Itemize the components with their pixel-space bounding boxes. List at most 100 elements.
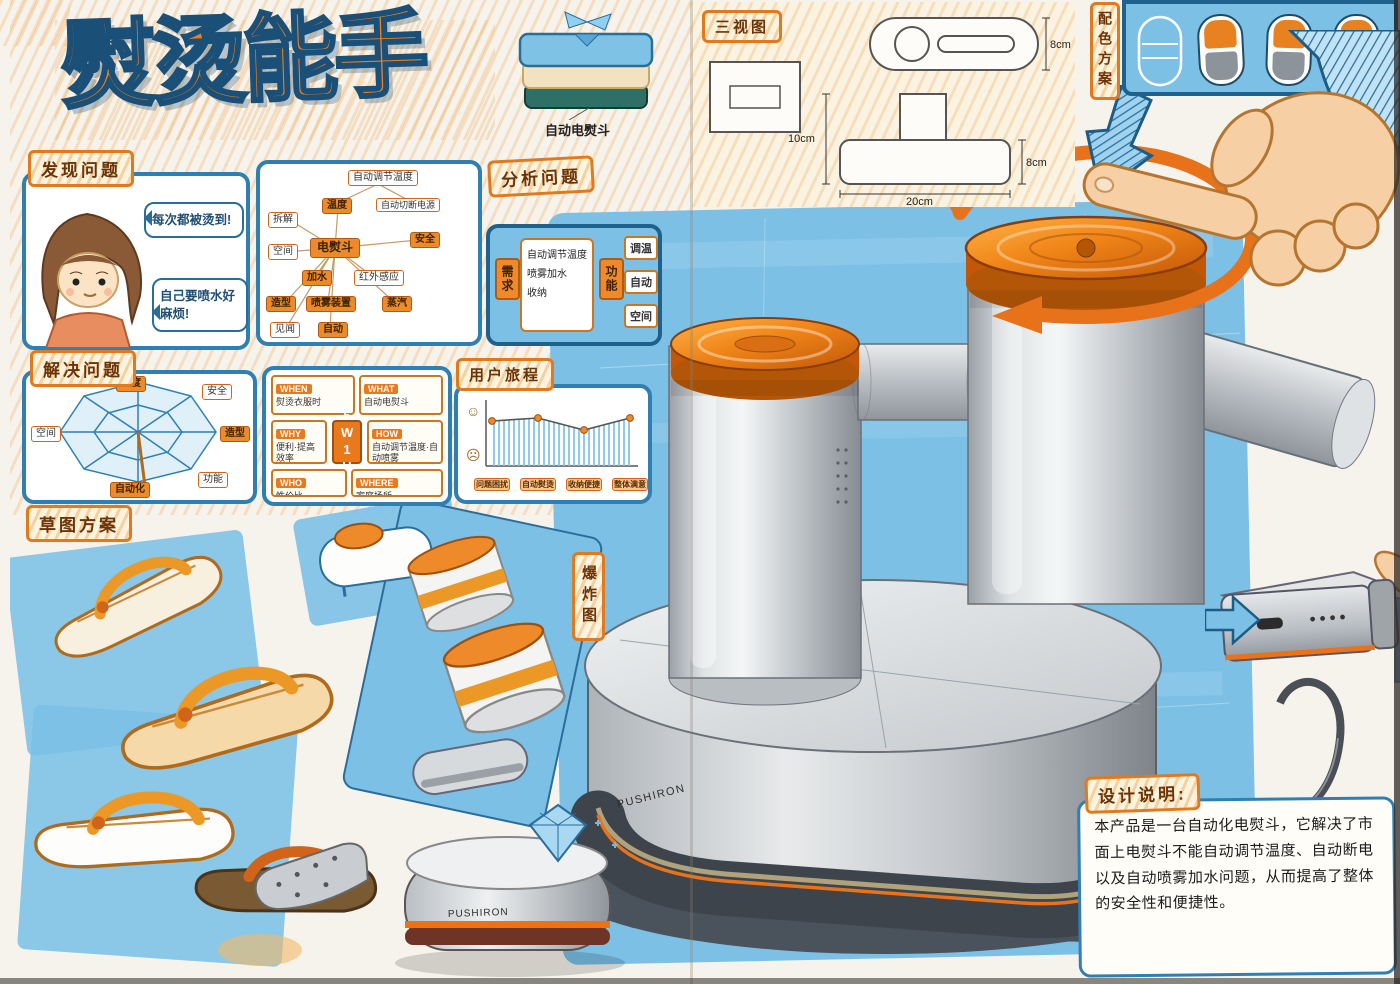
w5h1-key: WHAT: [364, 384, 399, 394]
tag-color-scheme: 配色方案: [1090, 2, 1120, 100]
w5h1-cell-where: WHERE 家庭场所: [351, 469, 443, 497]
mindmap-node: 造型: [266, 296, 296, 312]
corner-hatch: [0, 0, 70, 46]
soleplate-sketch: [254, 842, 369, 911]
tag-three-views: 三视图: [702, 10, 783, 43]
exploded-base: [412, 738, 529, 796]
journey-stage-label: 整体满意: [612, 478, 648, 492]
journey-points: [488, 414, 634, 434]
solve-keyword: 自动化: [110, 482, 150, 498]
tag-exploded-view: 爆炸图: [572, 552, 605, 641]
mindmap-node: 自动切断电源: [376, 198, 441, 213]
tag-discover-problem: 发现问题: [28, 150, 134, 187]
mindmap-node: 空间: [268, 244, 298, 260]
journey-area: [492, 418, 630, 466]
tag-user-journey: 用户旅程: [456, 358, 555, 391]
product-name-label: 自动电熨斗: [545, 123, 611, 138]
iron-sketch-3: [34, 791, 235, 869]
w5h1-key: WHO: [276, 478, 306, 488]
dim-label: 8cm: [1050, 39, 1071, 51]
mindmap-node: 自动调节温度: [348, 170, 418, 186]
dim-label: 10cm: [788, 133, 815, 145]
mindmap-node: 温度: [322, 198, 352, 214]
mindmap-node: 自动: [318, 322, 348, 338]
panel-analyze-problem: 需求 自动调节温度 喷雾加水 收纳 功能 调温 自动 空间: [486, 224, 662, 346]
tag-sketch-schemes: 草图方案: [26, 505, 132, 542]
powerbank-detail: [1205, 550, 1400, 683]
happy-face-icon: ☺: [466, 403, 480, 419]
three-view-drawing: 8cm 10cm 8cm 20cm: [709, 17, 1071, 207]
iron-sketch-2: [121, 666, 334, 770]
w5h1-cell-when: WHEN 熨烫衣服时: [271, 375, 355, 415]
solve-keyword: 空间: [31, 426, 61, 442]
tag-analyze-problem: 分析问题: [487, 155, 595, 198]
solve-keyword: 造型: [220, 426, 250, 442]
poster-title: 熨烫能手: [58, 0, 428, 122]
exploded-cylinder-2: [442, 622, 566, 734]
mindmap-node-core: 电熨斗: [310, 238, 361, 258]
tag-design-description: 设计说明:: [1084, 773, 1201, 814]
w5h1-value: 性价比: [276, 491, 304, 497]
panel-discover-problem: 每次都被烫到! 自己要喷水好麻烦!: [22, 172, 250, 350]
pointing-hand-illustration: [1082, 30, 1400, 287]
analyze-function-label: 功能: [599, 258, 624, 300]
sketch-illustrations: PUSHIRON: [10, 498, 625, 977]
folded-shirts-illustration: [518, 11, 654, 120]
radar-sketch: [59, 381, 217, 495]
w5h1-value: 家庭场所: [356, 491, 393, 497]
analyze-output: 空间: [624, 304, 658, 328]
w5h1-value: 熨烫衣服时: [276, 397, 322, 407]
journey-chart: ☺ ☹: [466, 400, 638, 467]
mindmap-node: 见闻: [270, 322, 300, 338]
product-rendering: PUSHIRON: [547, 144, 1376, 965]
journey-stage-label: 自动熨烫: [520, 478, 556, 492]
w5h1-center: 5W1H: [332, 408, 362, 476]
analyze-item: 自动调节温度: [527, 250, 587, 261]
dim-label: 8cm: [1026, 157, 1047, 169]
w5h1-cell-who: WHO 性价比: [271, 469, 347, 497]
analyze-item: 喷雾加水: [527, 269, 567, 280]
panel-mindmap: 电熨斗 自动调节温度 温度 自动切断电源 拆解 空间 安全 加水 红外感应 造型…: [256, 160, 482, 346]
sad-face-icon: ☹: [466, 447, 481, 463]
panel-solve-problem: 温度 安全 造型 功能 自动化 空间: [22, 370, 257, 504]
diamond-icon: [528, 803, 588, 863]
w5h1-value: 自动电熨斗: [364, 397, 410, 407]
w5h1-key: WHY: [276, 429, 305, 439]
mindmap-node: 蒸汽: [382, 296, 412, 312]
iron-sketch-1: [54, 555, 223, 658]
dim-label: 20cm: [906, 196, 933, 207]
speech-bubble-1: 每次都被烫到!: [144, 202, 244, 239]
w5h1-value: 便利·提高效率: [276, 442, 315, 464]
journey-stage-label: 收纳便捷: [566, 478, 602, 492]
w5h1-cell-how: HOW 自动调节温度·自动喷雾: [367, 420, 443, 464]
mindmap-node: 拆解: [268, 212, 298, 228]
journey-line: [491, 417, 631, 431]
mindmap-node: 安全: [410, 232, 440, 248]
title-block: 熨烫能手: [55, 0, 505, 156]
w5h1-cell-what: WHAT 自动电熨斗: [359, 375, 443, 415]
solve-keyword: 功能: [198, 472, 228, 488]
analyze-item: 收纳: [527, 288, 547, 299]
analyze-needs-box: 自动调节温度 喷雾加水 收纳: [520, 238, 594, 332]
brand-label-sketch: PUSHIRON: [448, 907, 509, 920]
speech-bubble-2: 自己要喷水好麻烦!: [152, 278, 248, 333]
w5h1-key: WHERE: [356, 478, 398, 488]
analyze-need-label: 需求: [495, 258, 520, 300]
w5h1-value: 自动调节温度·自动喷雾: [372, 442, 438, 464]
girl-illustration: [41, 212, 142, 348]
hero-iron-sketch: PUSHIRON: [395, 803, 625, 977]
panel-5w1h: WHEN 熨烫衣服时 WHAT 自动电熨斗 WHY 便利·提高效率 5W1H H…: [262, 366, 452, 506]
design-description-text: 本产品是一台自动化电熨斗，它解决了市面上电熨斗不能自动调节温度、自动断电以及自动…: [1094, 815, 1374, 913]
w5h1-key: WHEN: [276, 384, 312, 394]
w5h1-key: HOW: [372, 429, 402, 439]
capsule-outline-icon: [1137, 15, 1183, 87]
journey-stage-label: 问题困扰: [474, 478, 510, 492]
analyze-output: 调温: [624, 236, 658, 260]
mindmap-node: 喷雾装置: [306, 296, 356, 312]
title-hatch: [55, 20, 495, 140]
panel-three-views: 8cm 10cm 8cm 20cm 三视图: [690, 2, 1075, 207]
w5h1-cell-why: WHY 便利·提高效率: [271, 420, 327, 464]
solve-keyword: 安全: [202, 384, 232, 400]
tag-solve-problem: 解决问题: [30, 350, 136, 387]
